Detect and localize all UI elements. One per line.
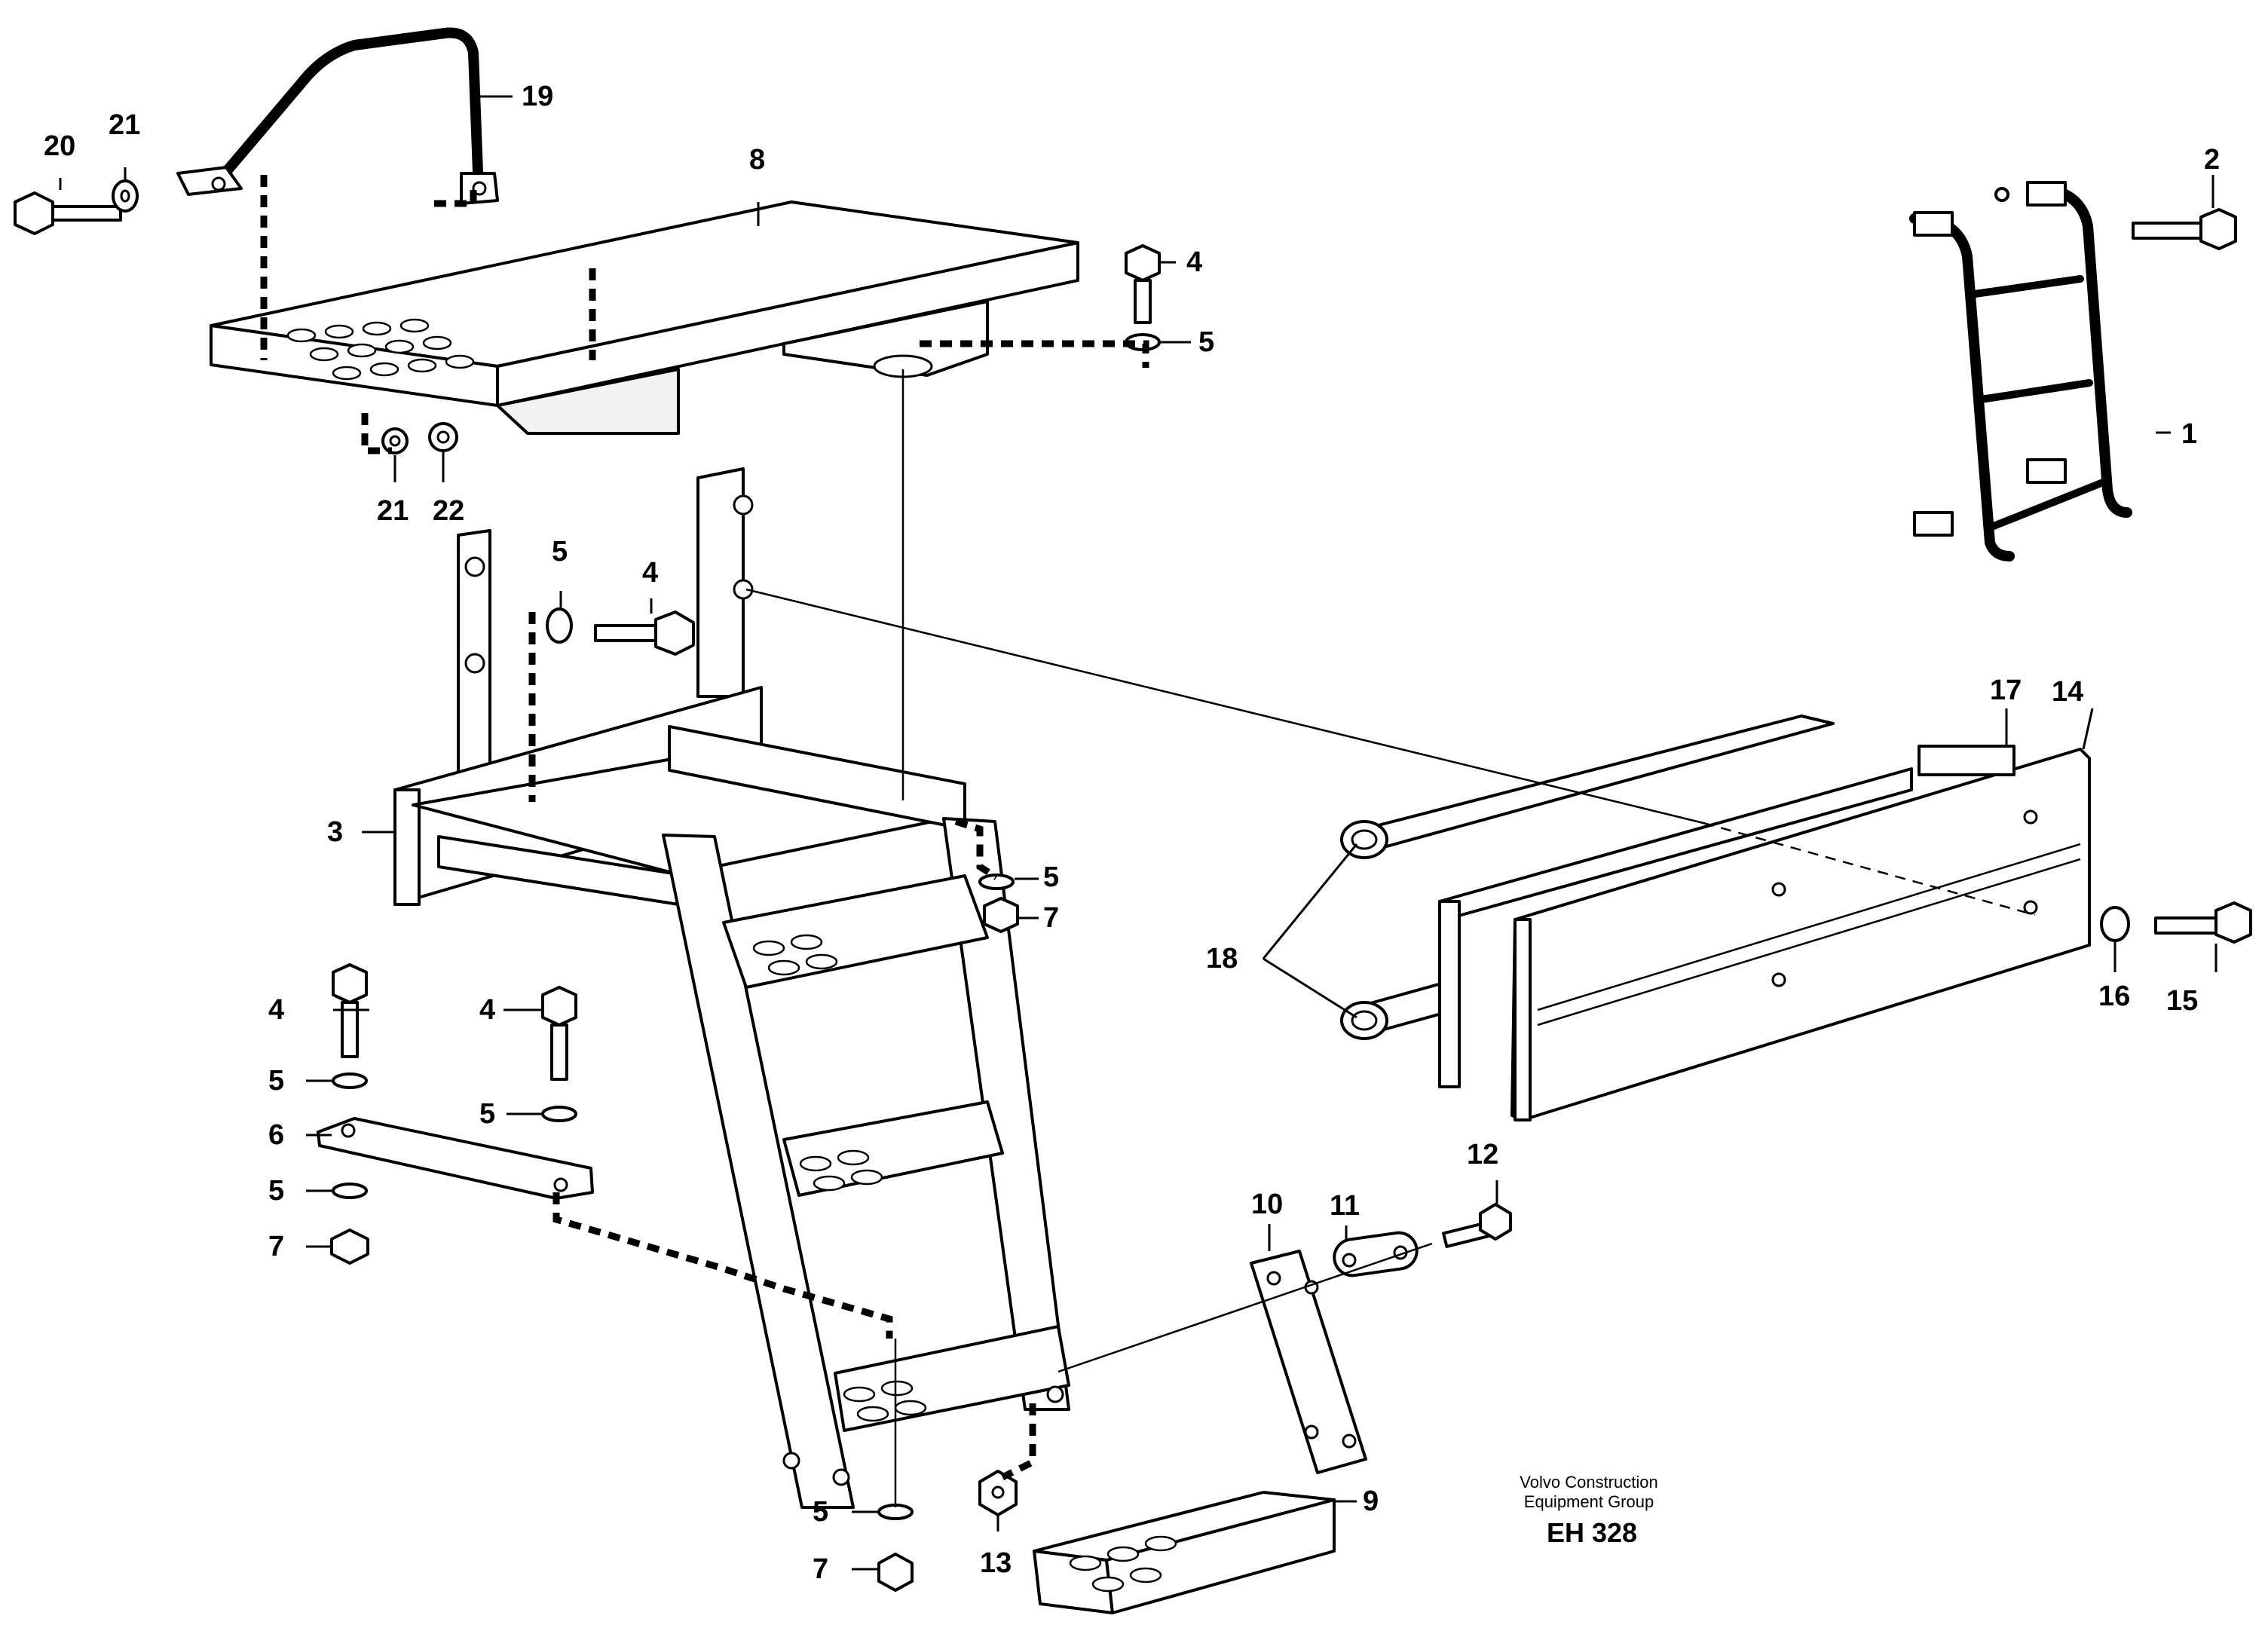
mounting-rails <box>1340 714 2252 1121</box>
callout-12: 12 <box>1467 1139 1498 1170</box>
callout-21-upper: 21 <box>109 109 140 141</box>
credit-block: Volvo Construction Equipment Group EH 32… <box>1520 1473 1657 1548</box>
callout-1: 1 <box>2181 418 2197 450</box>
callout-22: 22 <box>433 495 464 527</box>
callout-9: 9 <box>1363 1486 1379 1517</box>
credit-line-1: Volvo Construction <box>1520 1473 1657 1492</box>
callout-13: 13 <box>980 1547 1012 1579</box>
callout-16: 16 <box>2098 981 2130 1012</box>
callout-15: 15 <box>2166 985 2198 1017</box>
handrail <box>176 27 499 205</box>
callout-19: 19 <box>522 81 553 112</box>
callout-5-left-upper: 5 <box>268 1065 284 1097</box>
callout-11: 11 <box>1330 1190 1360 1222</box>
callout-18: 18 <box>1206 943 1238 975</box>
callout-14: 14 <box>2052 676 2083 708</box>
drawing-code: EH 328 <box>1547 1517 1637 1548</box>
callout-4-platform: 4 <box>1186 246 1202 278</box>
callout-labels: 1 2 3 4 4 4 4 5 5 5 5 5 5 5 6 7 7 7 8 9 … <box>44 81 2220 1585</box>
assembly-lines <box>260 175 2036 1507</box>
callout-7-left: 7 <box>268 1231 284 1262</box>
callout-2: 2 <box>2204 144 2220 176</box>
callout-3: 3 <box>327 816 343 848</box>
lower-step <box>1033 1203 1512 1614</box>
callout-5-platform: 5 <box>1198 326 1214 358</box>
callout-6: 6 <box>268 1119 284 1151</box>
platform-bolt <box>1125 244 1161 351</box>
callout-4-left: 4 <box>268 994 284 1026</box>
callout-5-left-lower: 5 <box>268 1175 284 1207</box>
bracket-bolts <box>546 607 1019 1592</box>
brace-strip <box>317 963 594 1265</box>
credit-line-2: Equipment Group <box>1524 1492 1654 1511</box>
callout-10: 10 <box>1251 1189 1283 1220</box>
callout-7-ladder: 7 <box>1043 902 1059 934</box>
callout-5-ladder: 5 <box>1043 861 1059 893</box>
step-ladder <box>412 725 1070 1509</box>
callout-20: 20 <box>44 130 75 162</box>
callout-4-right: 4 <box>479 994 495 1026</box>
callout-leaders <box>59 95 2217 1571</box>
callout-4-bracket: 4 <box>642 557 658 589</box>
callout-5-bracket: 5 <box>552 536 568 568</box>
callout-21-lower: 21 <box>377 495 409 527</box>
callout-17: 17 <box>1990 675 2022 706</box>
side-ladder <box>1909 181 2237 561</box>
callout-5-right: 5 <box>479 1098 495 1130</box>
bolt-and-washers-upper <box>14 179 458 454</box>
callout-5-bottom: 5 <box>813 1496 828 1528</box>
callout-8: 8 <box>749 144 765 176</box>
upper-platform <box>210 200 1079 435</box>
callout-7-bottom: 7 <box>813 1553 828 1585</box>
